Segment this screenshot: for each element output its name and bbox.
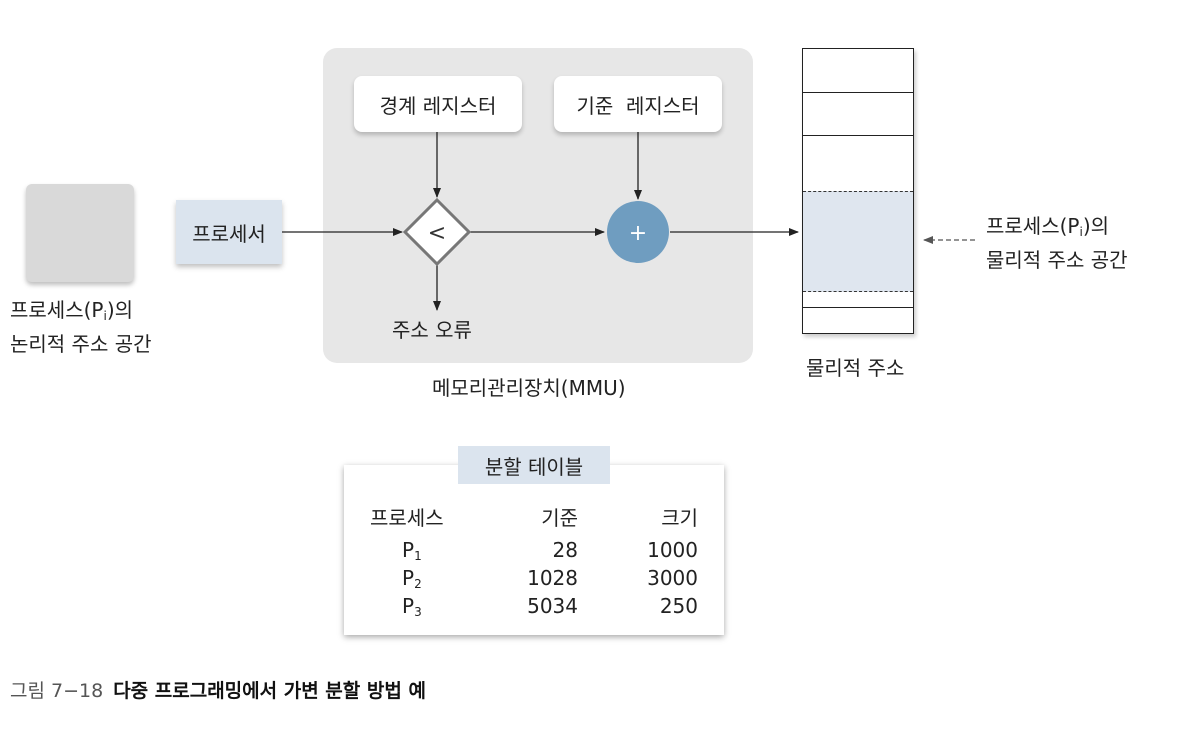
figure-caption: 그림 7−18 다중 프로그래밍에서 가변 분할 방법 예 <box>10 676 426 703</box>
physical-address-space-label: 프로세스(Pi)의 물리적 주소 공간 <box>986 212 1128 274</box>
compare-symbol: < <box>428 221 446 246</box>
logical-label-sub: i <box>103 309 107 323</box>
figure-title: 다중 프로그래밍에서 가변 분할 방법 예 <box>113 680 426 702</box>
physical-space-part1: 프로세스(P <box>986 214 1080 238</box>
logical-address-space-box <box>26 184 134 282</box>
physical-address-label: 물리적 주소 <box>806 356 905 380</box>
table-row-process: P3 <box>402 593 422 625</box>
adder-circle <box>607 201 669 263</box>
partition-table-title-text: 분할 테이블 <box>484 454 584 479</box>
table-row-size: 3000 <box>647 566 698 590</box>
memory-divider <box>803 92 913 93</box>
address-error-label: 주소 오류 <box>392 318 472 342</box>
processor-box: 프로세서 <box>176 200 282 264</box>
logical-label-part1: 프로세스(P <box>10 298 104 322</box>
table-header-base: 기준 <box>541 506 578 530</box>
process-name: P <box>402 594 415 618</box>
memory-divider <box>803 135 913 136</box>
mmu-label: 메모리관리장치(MMU) <box>432 376 626 400</box>
processor-label: 프로세서 <box>192 221 266 246</box>
logical-label-part2: )의 <box>106 298 134 322</box>
table-row-base: 28 <box>552 538 578 562</box>
memory-divider <box>803 307 913 308</box>
table-row-process: P2 <box>402 565 422 597</box>
table-row-process: P1 <box>402 537 422 569</box>
process-physical-region <box>803 191 913 292</box>
base-register-label: 기준 레지스터 <box>576 93 700 118</box>
figure-number: 그림 7−18 <box>10 680 104 702</box>
physical-space-line2: 물리적 주소 공간 <box>986 248 1128 272</box>
table-header-process: 프로세스 <box>370 506 444 530</box>
limit-register-label: 경계 레지스터 <box>379 93 497 118</box>
logical-address-space-label: 프로세스(Pi)의 논리적 주소 공간 <box>10 296 152 358</box>
logical-label-line2: 논리적 주소 공간 <box>10 332 152 356</box>
process-sub: 2 <box>414 577 422 591</box>
process-name: P <box>402 538 415 562</box>
table-row-base: 5034 <box>527 594 578 618</box>
table-header-size: 크기 <box>661 506 698 530</box>
physical-space-part2: )의 <box>1082 214 1110 238</box>
limit-register-box: 경계 레지스터 <box>354 76 522 132</box>
table-row-size: 250 <box>659 594 698 618</box>
physical-memory-block <box>802 48 914 334</box>
table-row-size: 1000 <box>647 538 698 562</box>
partition-table-title: 분할 테이블 <box>458 446 610 484</box>
process-sub: 3 <box>414 605 422 619</box>
adder-symbol: + <box>629 221 647 246</box>
base-register-box: 기준 레지스터 <box>554 76 722 132</box>
partition-table: 프로세스 기준 크기 P1 28 1000 P2 1028 3000 P3 50… <box>344 465 724 635</box>
process-sub: 1 <box>414 549 422 563</box>
table-row-base: 1028 <box>527 566 578 590</box>
compare-diamond <box>402 197 472 267</box>
process-name: P <box>402 566 415 590</box>
physical-space-sub: i <box>1079 225 1083 239</box>
